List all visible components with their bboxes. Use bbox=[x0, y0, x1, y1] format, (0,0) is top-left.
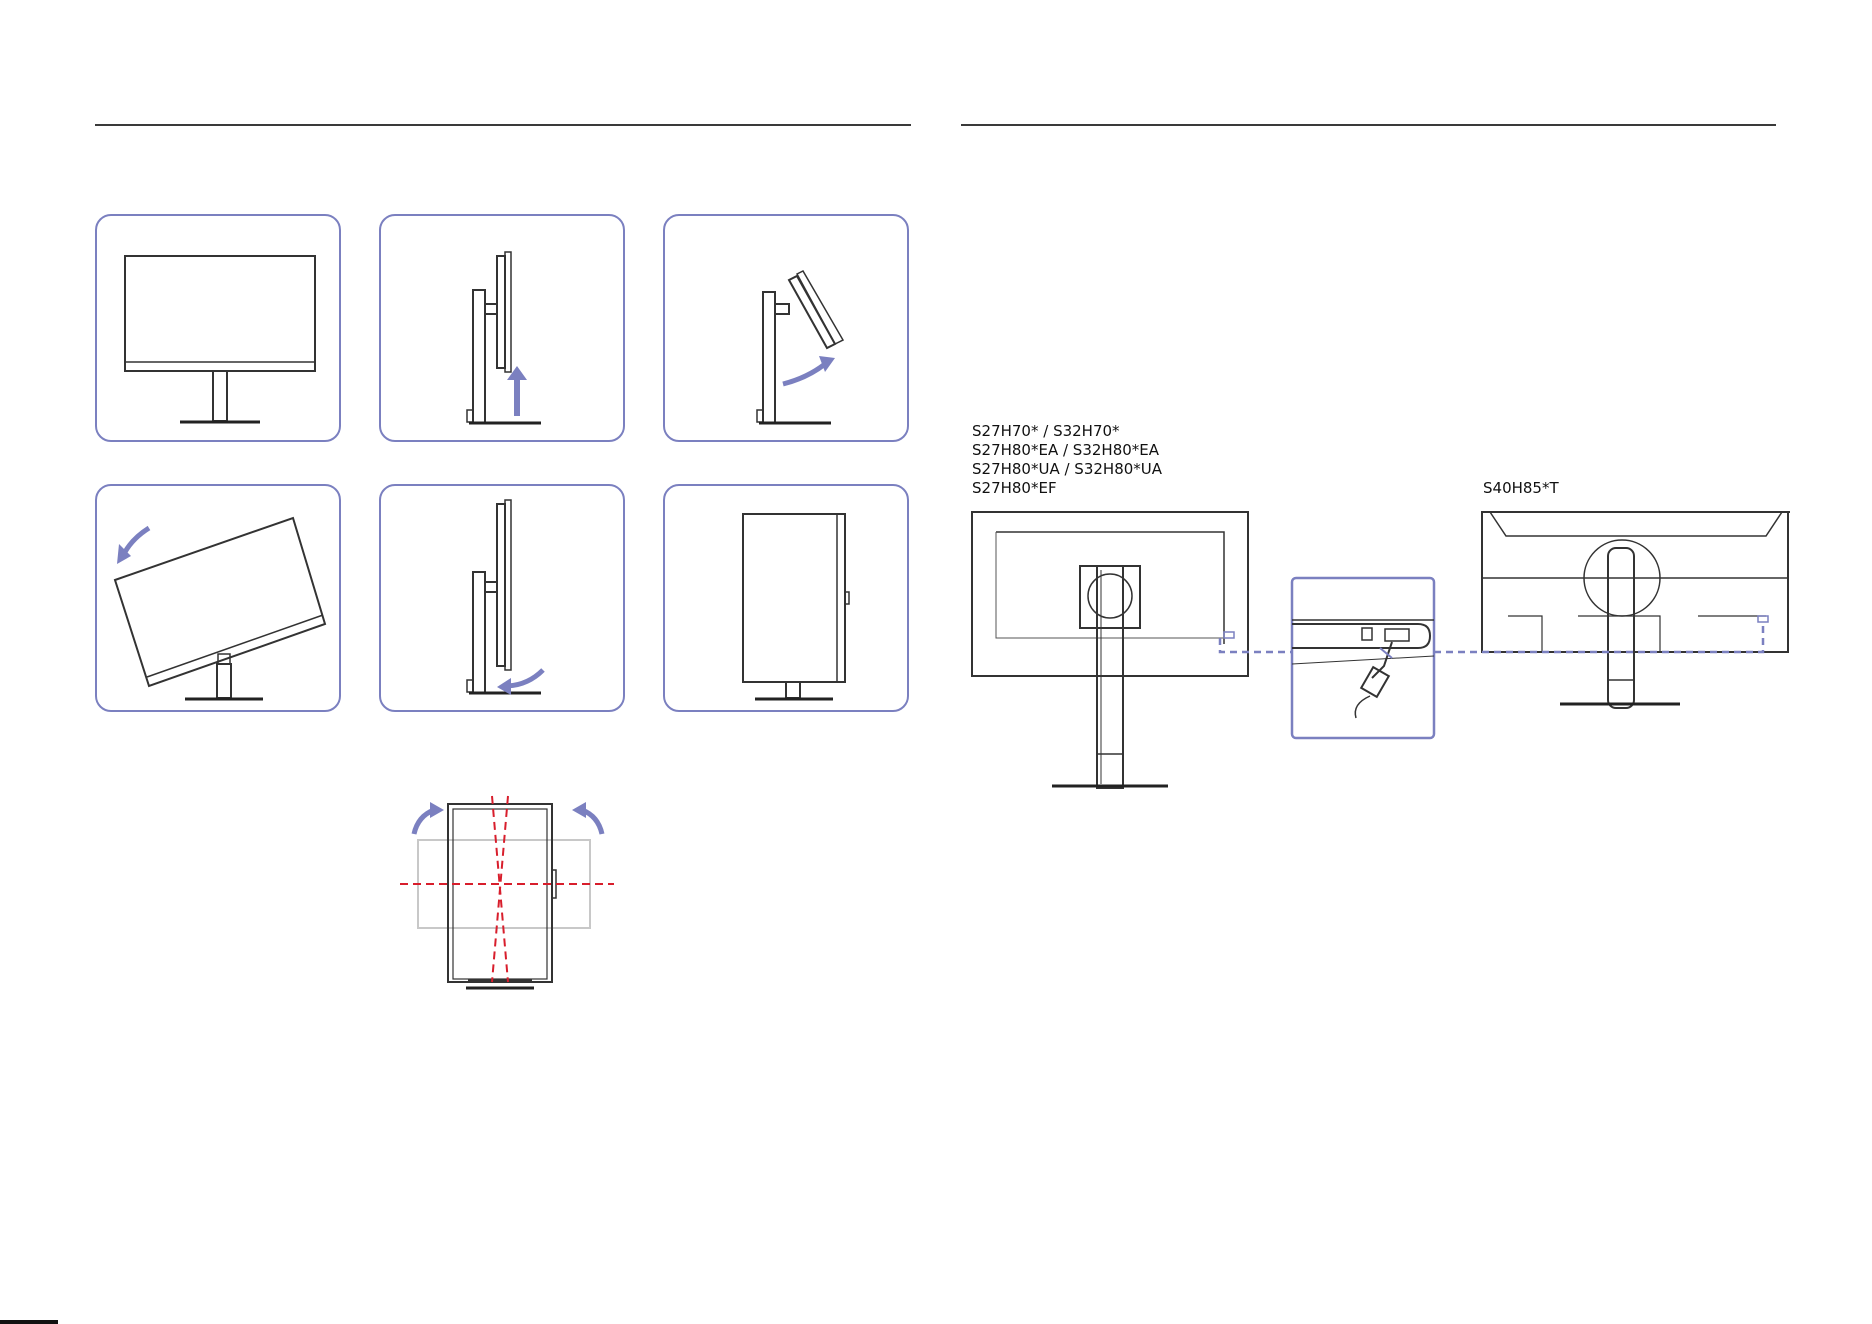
model-line: S27H80*EF bbox=[972, 479, 1162, 498]
model-line: S27H70* / S32H70* bbox=[972, 422, 1162, 441]
step-card-rotate-to-portrait bbox=[95, 484, 341, 712]
model-line: S27H80*UA / S32H80*UA bbox=[972, 460, 1162, 479]
step-card-portrait-result bbox=[663, 484, 909, 712]
model-group-a: S27H70* / S32H70* S27H80*EA / S32H80*EA … bbox=[972, 422, 1162, 498]
right-header-rule bbox=[961, 124, 1776, 126]
step-card-raise-height bbox=[379, 214, 625, 442]
page-corner-mark bbox=[0, 1320, 58, 1324]
model-line: S40H85*T bbox=[1483, 479, 1559, 498]
model-group-b: S40H85*T bbox=[1483, 479, 1559, 498]
security-lock-figure bbox=[960, 500, 1790, 790]
step-card-front-view bbox=[95, 214, 341, 442]
left-header-rule bbox=[95, 124, 911, 126]
model-line: S27H80*EA / S32H80*EA bbox=[972, 441, 1162, 460]
step-card-lower-height bbox=[379, 484, 625, 712]
swivel-range-figure bbox=[396, 790, 626, 990]
step-card-tilt-back bbox=[663, 214, 909, 442]
